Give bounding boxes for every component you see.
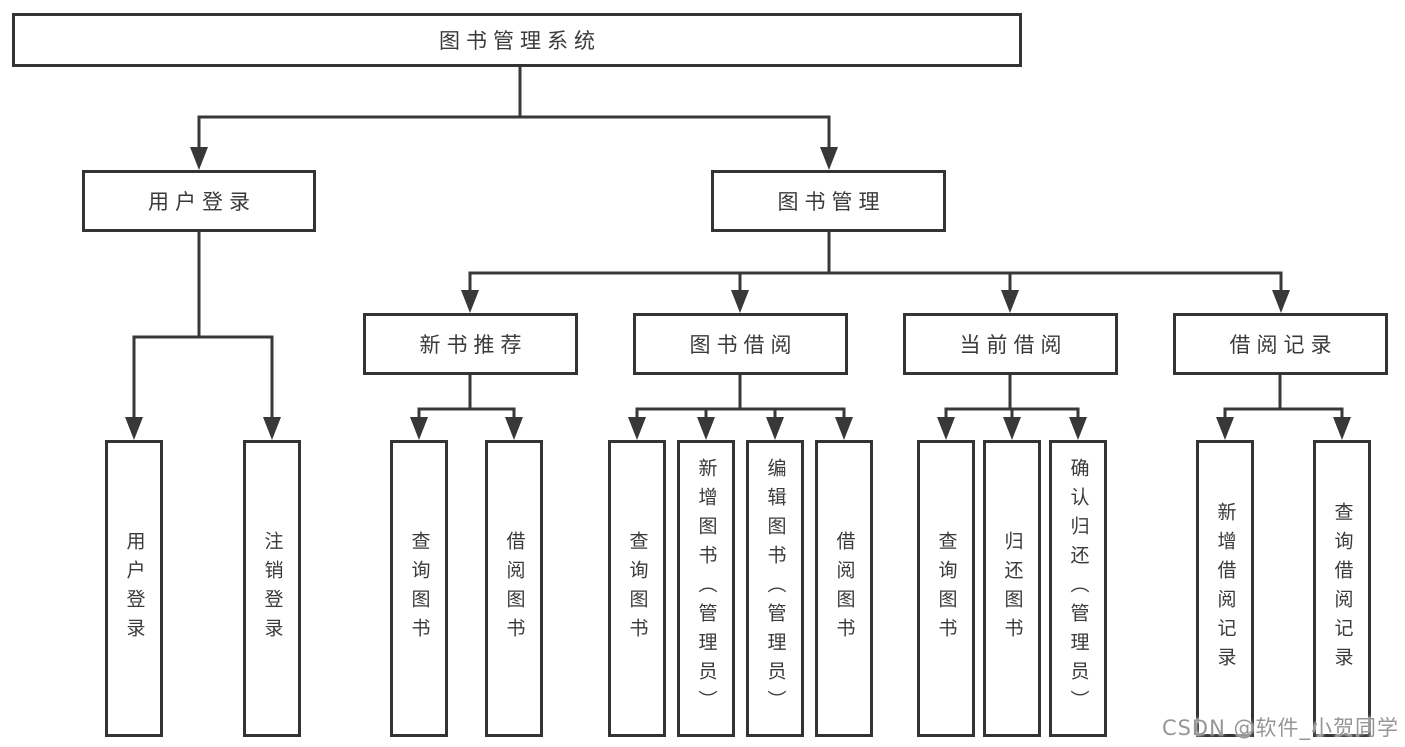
node-label: 借阅图书 [503,530,526,647]
node-label: 新书推荐 [419,333,528,357]
node-label: 查询图书 [626,530,649,647]
node-book-management: 图书管理 [711,170,946,232]
connector-borrow-records-branch [1216,375,1351,440]
node-label: 归还图书 [1001,530,1024,647]
node-book-borrow: 图书借阅 [633,313,848,375]
leaf-query-borrow-record: 查询借阅记录 [1313,440,1371,737]
node-label: 用户登录 [148,190,256,214]
node-root-library-system: 图书管理系统 [12,13,1022,67]
node-label: 注销登录 [261,530,284,647]
connector-new-book-recommend-branch [410,375,523,440]
connector-book-borrow-branch [628,375,853,440]
node-new-book-recommend: 新书推荐 [363,313,578,375]
node-borrow-records: 借阅记录 [1173,313,1388,375]
node-label: 借阅图书 [833,530,856,647]
leaf-user-login: 用户登录 [105,440,163,737]
node-label: 新增借阅记录 [1214,501,1237,676]
leaf-query-books-borrow: 查询图书 [608,440,666,737]
node-label: 查询图书 [935,530,958,647]
node-label: 图书管理 [777,190,886,214]
leaf-query-books-current: 查询图书 [917,440,975,737]
node-label: 新增图书（管理员） [695,458,718,719]
node-label: 图书借阅 [689,333,798,357]
leaf-add-borrow-record: 新增借阅记录 [1196,440,1254,737]
leaf-query-books-recommend: 查询图书 [390,440,448,737]
leaf-confirm-return-admin: 确认归还（管理员） [1049,440,1107,737]
node-label: 借阅记录 [1229,333,1338,357]
leaf-return-books: 归还图书 [983,440,1041,737]
csdn-watermark: CSDN @软件_小贺同学 [1161,716,1399,740]
connector-root-to-level2 [190,67,838,170]
leaf-logout: 注销登录 [243,440,301,737]
node-label: 确认归还（管理员） [1067,458,1090,719]
connector-user-login-branch [125,232,281,440]
node-label: 编辑图书（管理员） [764,458,787,719]
node-label: 用户登录 [123,530,146,647]
node-label: 查询借阅记录 [1331,501,1354,676]
node-current-borrow: 当前借阅 [903,313,1118,375]
node-label: 查询图书 [408,530,431,647]
leaf-add-book-admin: 新增图书（管理员） [677,440,735,737]
node-label: 当前借阅 [959,333,1068,357]
connector-current-borrow-branch [937,375,1087,440]
connector-book-management-branch [461,232,1290,313]
node-label: 图书管理系统 [439,29,601,53]
leaf-borrow-books-recommend: 借阅图书 [485,440,543,737]
leaf-edit-book-admin: 编辑图书（管理员） [746,440,804,737]
leaf-borrow-books-borrow: 借阅图书 [815,440,873,737]
node-user-login: 用户登录 [82,170,316,232]
